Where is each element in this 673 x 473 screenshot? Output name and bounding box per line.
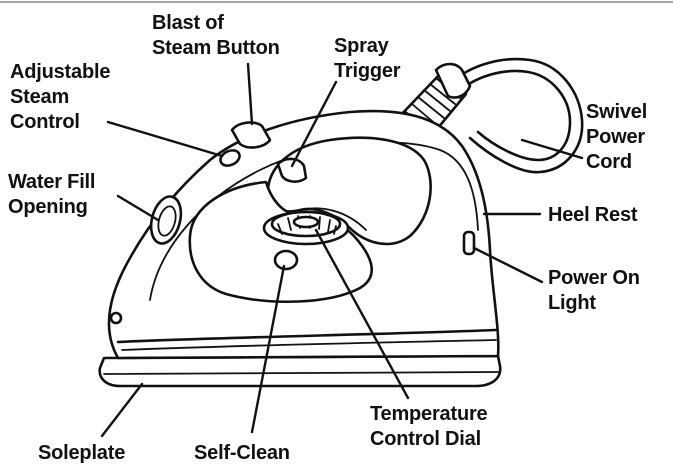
label-adjustable-steam-control: Adjustable Steam Control <box>10 61 116 133</box>
self-clean-button[interactable] <box>273 249 299 271</box>
temperature-control-dial[interactable] <box>262 210 350 246</box>
leader-temperature-dial <box>314 228 410 400</box>
leader-self-clean <box>250 264 286 434</box>
leader-swivel-cord <box>520 138 584 160</box>
leader-water-fill <box>116 194 160 222</box>
leader-spray-trigger <box>290 80 338 168</box>
label-spray-trigger: Spray Trigger <box>334 35 401 82</box>
label-heel-rest: Heel Rest <box>548 204 638 226</box>
labels: Blast of Steam Button Spray Trigger Adju… <box>8 12 652 464</box>
label-water-fill-opening: Water Fill Opening <box>8 171 101 218</box>
leader-soleplate <box>100 382 144 438</box>
label-swivel-power-cord: Swivel Power Cord <box>586 101 652 173</box>
label-blast-of-steam-button: Blast of Steam Button <box>152 12 280 59</box>
spray-trigger[interactable] <box>276 157 308 183</box>
label-temperature-control-dial: Temperature Control Dial <box>370 403 493 450</box>
label-soleplate: Soleplate <box>38 442 125 464</box>
leader-blast-of-steam <box>246 62 254 126</box>
power-on-light <box>462 230 476 256</box>
label-self-clean: Self-Clean <box>194 442 290 464</box>
label-power-on-light: Power On Light <box>548 267 645 314</box>
blast-of-steam-button[interactable] <box>230 121 272 149</box>
leader-power-on-light <box>472 246 544 284</box>
adjustable-steam-control[interactable] <box>218 147 242 168</box>
soleplate[interactable] <box>98 354 502 388</box>
leader-lines <box>100 62 584 438</box>
tip-notch <box>109 311 123 325</box>
leader-adjustable-steam <box>106 120 224 158</box>
iron-illustration <box>98 57 584 388</box>
